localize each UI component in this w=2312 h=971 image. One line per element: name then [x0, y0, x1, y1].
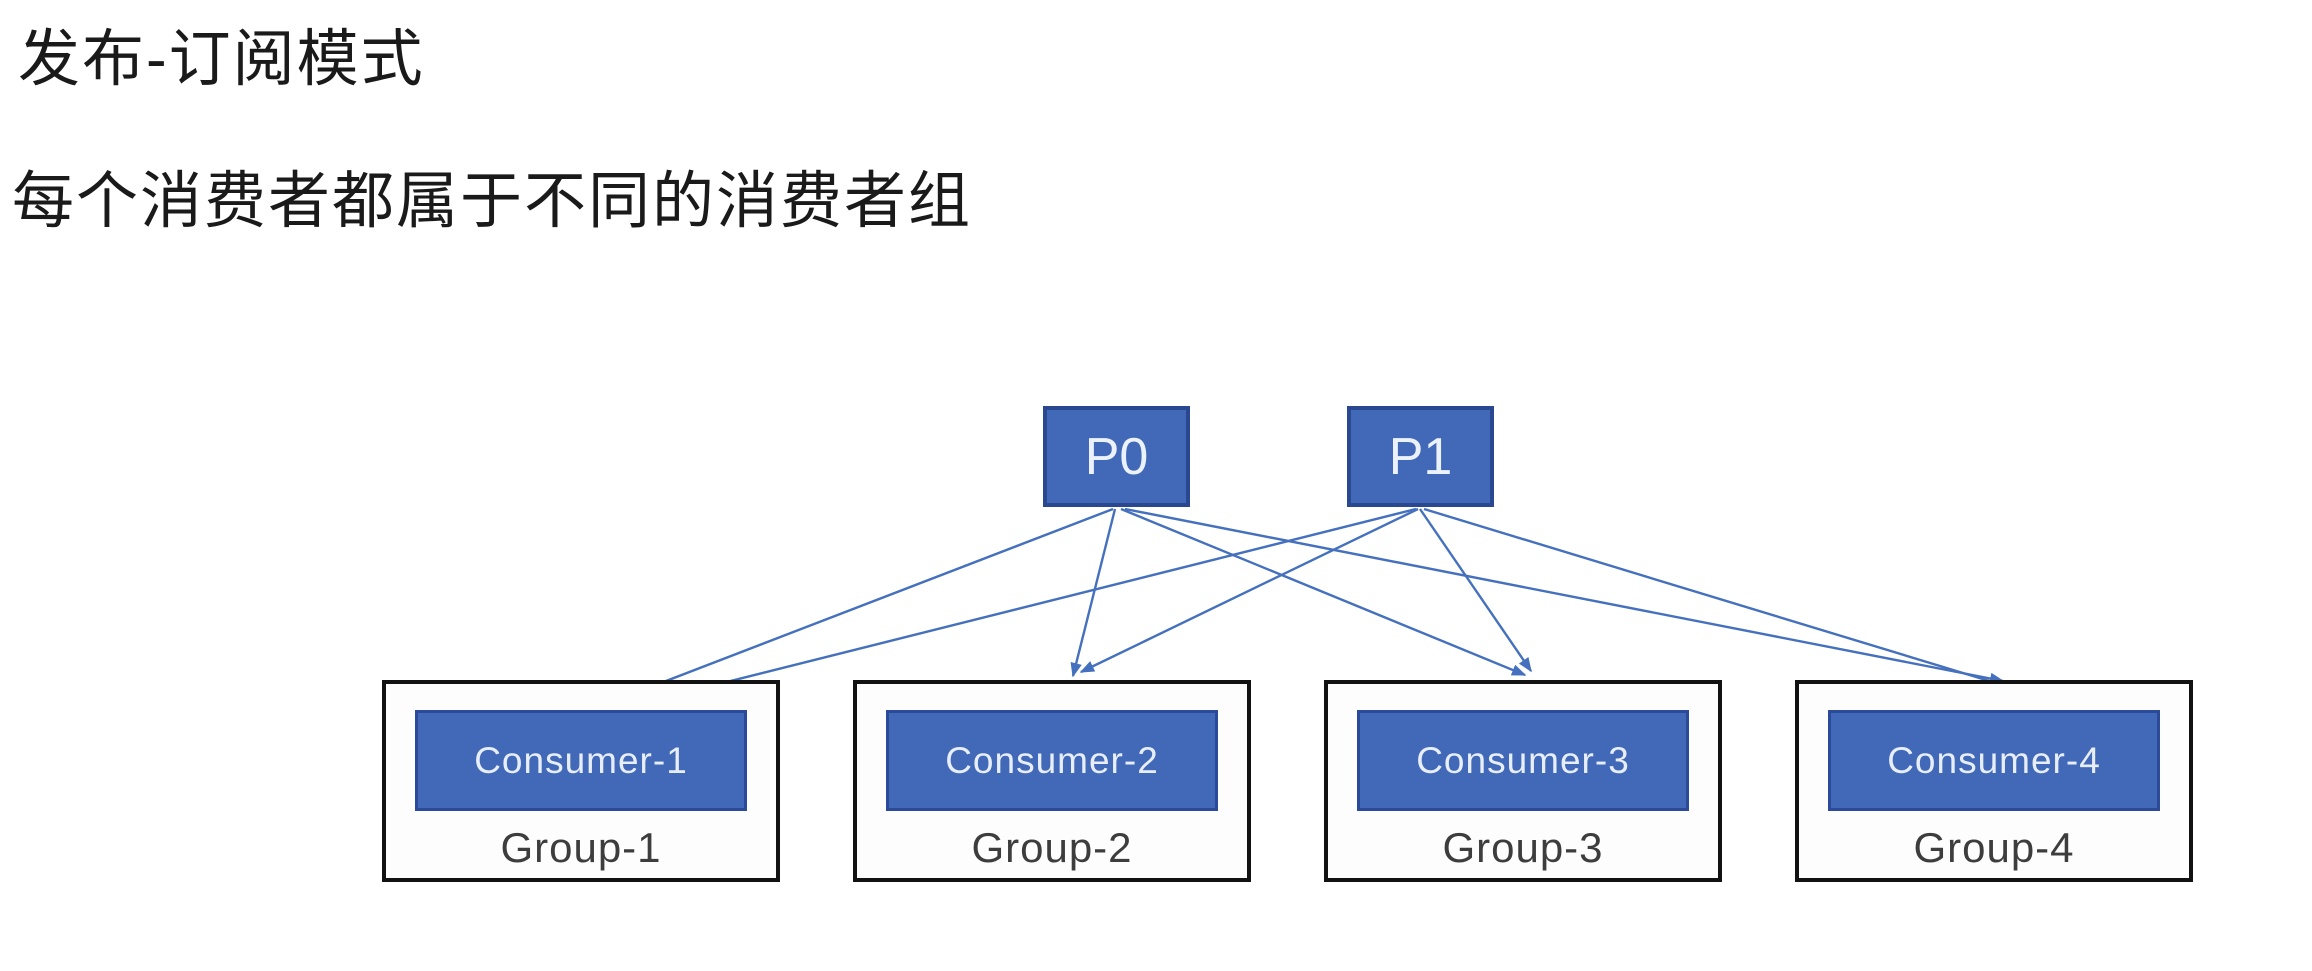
group-box-3: Consumer-3 Group-3 [1324, 680, 1722, 882]
partition-node-p1: P1 [1347, 406, 1494, 507]
group-box-1: Consumer-1 Group-1 [382, 680, 780, 882]
consumer-box-2: Consumer-2 [886, 710, 1218, 811]
group-label-4: Group-4 [1913, 824, 2075, 871]
consumer-box-3: Consumer-3 [1357, 710, 1689, 811]
consumer-box-1: Consumer-1 [415, 710, 747, 811]
group-label-1: Group-1 [500, 824, 662, 871]
consumer-label-3: Consumer-3 [1416, 739, 1630, 781]
group-box-2: Consumer-2 Group-2 [853, 680, 1251, 882]
edge-p1-consumer-3 [1419, 508, 1532, 673]
edge-p0-consumer-4 [1124, 507, 2005, 685]
partition-label-p1: P1 [1388, 427, 1453, 486]
consumer-label-2: Consumer-2 [945, 739, 1159, 781]
slide-subtitle: 每个消费者都属于不同的消费者组 [12, 167, 973, 236]
partition-node-p0: P0 [1043, 406, 1190, 507]
slide-title: 发布-订阅模式 [18, 25, 425, 94]
partition-label-p0: P0 [1084, 427, 1149, 486]
edge-p0-consumer-3 [1120, 507, 1527, 677]
edge-p1-consumer-4 [1423, 507, 2011, 689]
consumer-label-1: Consumer-1 [474, 739, 688, 781]
group-label-2: Group-2 [971, 824, 1133, 871]
consumer-label-4: Consumer-4 [1887, 739, 2101, 781]
group-box-4: Consumer-4 Group-4 [1795, 680, 2193, 882]
edge-p0-consumer-1 [599, 507, 1114, 708]
group-label-3: Group-3 [1442, 824, 1604, 871]
edge-p1-consumer-2 [1079, 507, 1419, 674]
edge-p0-consumer-2 [1070, 508, 1117, 678]
consumer-box-4: Consumer-4 [1828, 710, 2160, 811]
